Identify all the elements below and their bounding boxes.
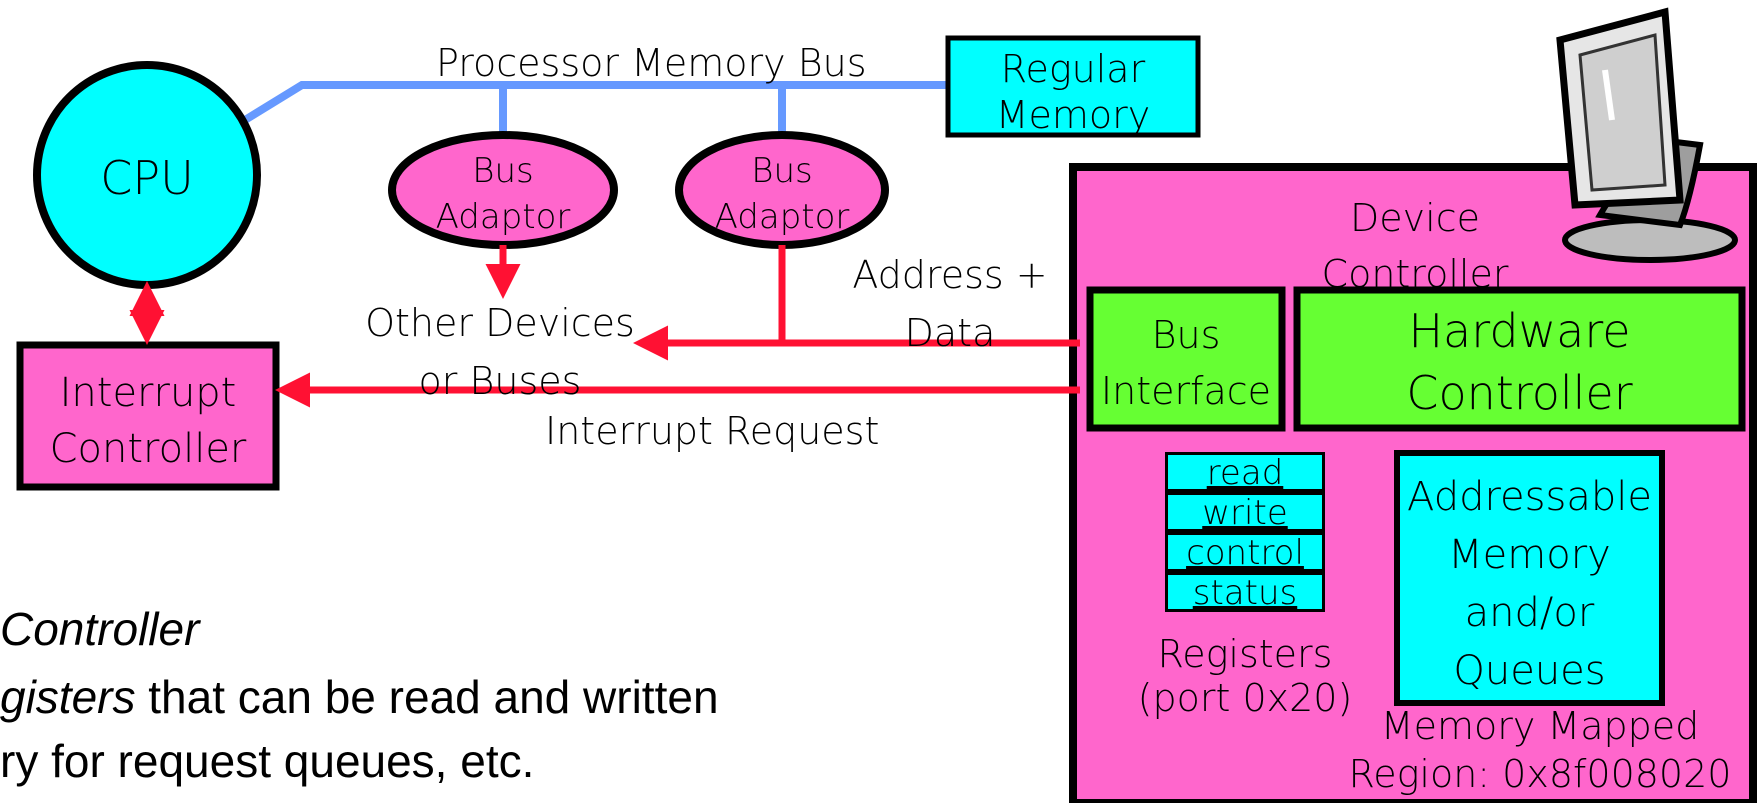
body-text-rest: that can be read and written xyxy=(135,671,719,723)
cpu-label: CPU xyxy=(100,151,194,205)
registers-label: Registers(port 0x20) xyxy=(1137,632,1353,720)
bus-label: Processor Memory Bus xyxy=(436,41,867,85)
body-text-line-3: ry for request queues, etc. xyxy=(0,735,535,787)
hardware-controller-box xyxy=(1293,286,1746,432)
register-control: control xyxy=(1165,532,1325,572)
interrupt-controller-box xyxy=(16,341,280,491)
processor-memory-bus xyxy=(242,81,948,135)
body-text-line-1: Controller xyxy=(0,603,200,655)
register-write: write xyxy=(1165,492,1325,532)
register-read: read xyxy=(1165,452,1325,492)
address-data-path xyxy=(633,245,1080,361)
interrupt-request-label: Interrupt Request xyxy=(545,409,880,453)
addressable-memory-box xyxy=(1394,450,1665,706)
register-status: status xyxy=(1165,572,1325,612)
address-data-label: Address +Data xyxy=(852,253,1048,355)
bus-interface-box xyxy=(1086,286,1286,432)
regular-memory-box xyxy=(945,35,1201,138)
body-text-italic: gisters xyxy=(0,671,136,723)
addressable-memory-label: Addressable Memory and/or Queues xyxy=(1407,474,1652,694)
monitor-icon xyxy=(1556,7,1738,263)
body-text-line-2: gisters that can be read and written xyxy=(0,674,719,720)
